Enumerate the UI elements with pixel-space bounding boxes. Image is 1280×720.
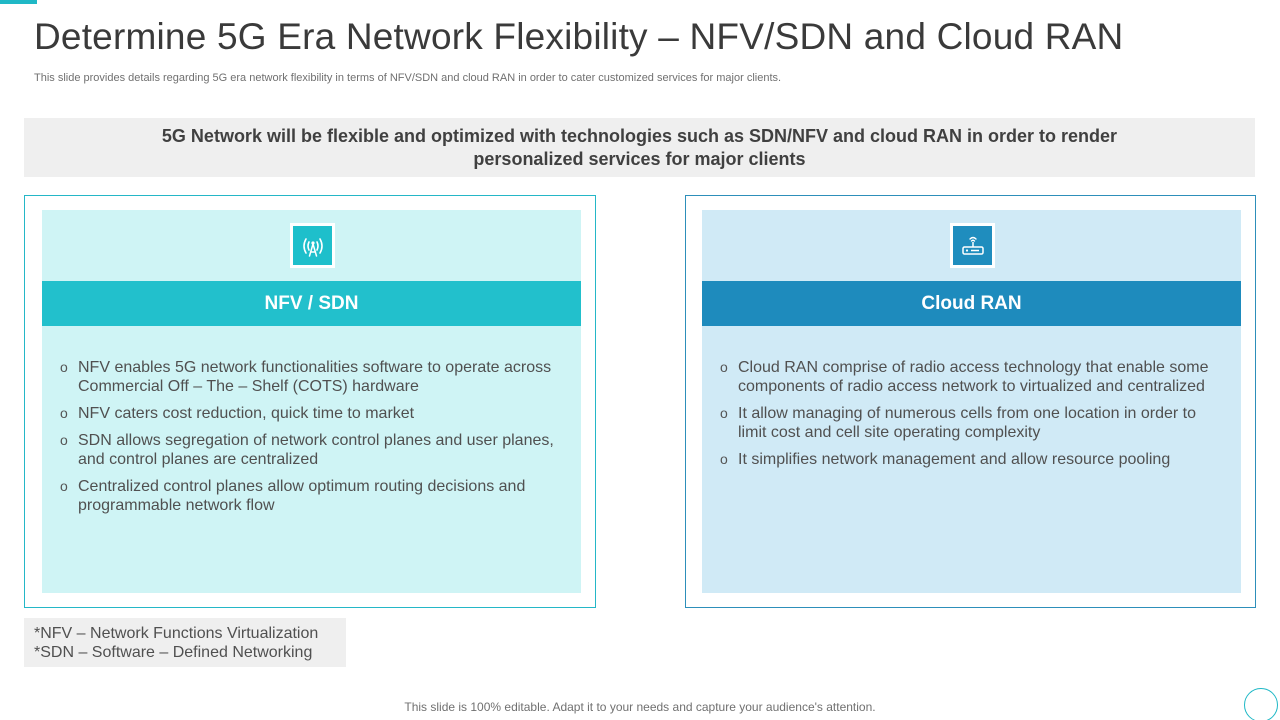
top-accent-bar: [0, 0, 37, 4]
slide-subtitle: This slide provides details regarding 5G…: [34, 72, 782, 84]
list-item: NFV caters cost reduction, quick time to…: [60, 404, 560, 423]
list-item: It simplifies network management and all…: [720, 450, 1220, 469]
abbreviation-footnote: *NFV – Network Functions Virtualization …: [24, 618, 346, 667]
slide-title: Determine 5G Era Network Flexibility – N…: [34, 16, 1124, 57]
editable-note: This slide is 100% editable. Adapt it to…: [404, 700, 876, 714]
cloud-ran-panel: Cloud RAN Cloud RAN comprise of radio ac…: [685, 195, 1256, 608]
router-icon: [953, 226, 992, 265]
nfv-sdn-panel: NFV / SDN NFV enables 5G network functio…: [24, 195, 596, 608]
list-item: Cloud RAN comprise of radio access techn…: [720, 358, 1220, 396]
summary-banner: 5G Network will be flexible and optimize…: [24, 118, 1255, 177]
list-item: SDN allows segregation of network contro…: [60, 431, 560, 469]
list-item: NFV enables 5G network functionalities s…: [60, 358, 560, 396]
footnote-sdn: *SDN – Software – Defined Networking: [34, 644, 313, 661]
footnote-nfv: *NFV – Network Functions Virtualization: [34, 625, 319, 642]
corner-circle-decoration: [1244, 688, 1278, 720]
list-item: It allow managing of numerous cells from…: [720, 404, 1220, 442]
nfv-sdn-heading: NFV / SDN: [42, 281, 581, 326]
cloud-ran-panel-body: Cloud RAN Cloud RAN comprise of radio ac…: [702, 210, 1241, 593]
nfv-sdn-icon-frame: [290, 223, 335, 268]
cloud-ran-heading: Cloud RAN: [702, 281, 1241, 326]
cloud-ran-icon-frame: [950, 223, 995, 268]
antenna-signal-icon: [293, 226, 332, 265]
nfv-sdn-panel-body: NFV / SDN NFV enables 5G network functio…: [42, 210, 581, 593]
summary-banner-text: 5G Network will be flexible and optimize…: [161, 125, 1118, 169]
nfv-sdn-bullet-list: NFV enables 5G network functionalities s…: [60, 358, 560, 523]
list-item: Centralized control planes allow optimum…: [60, 477, 560, 515]
cloud-ran-bullet-list: Cloud RAN comprise of radio access techn…: [720, 358, 1220, 477]
